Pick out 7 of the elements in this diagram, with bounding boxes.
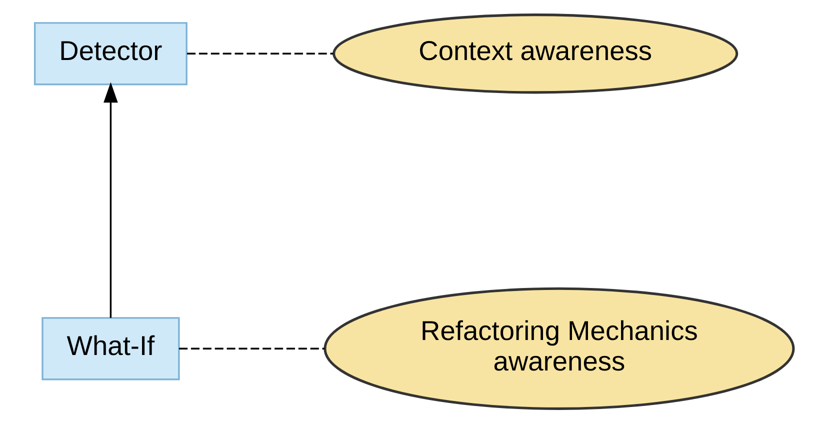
connector xyxy=(179,348,325,350)
arrow xyxy=(104,82,118,318)
node-box: What-If xyxy=(42,317,180,380)
node-ellipse: Refactoring Mechanics awareness xyxy=(324,287,795,410)
connector xyxy=(187,52,334,54)
node-ellipse: Context awareness xyxy=(332,14,738,94)
node-box: Detector xyxy=(34,22,188,86)
